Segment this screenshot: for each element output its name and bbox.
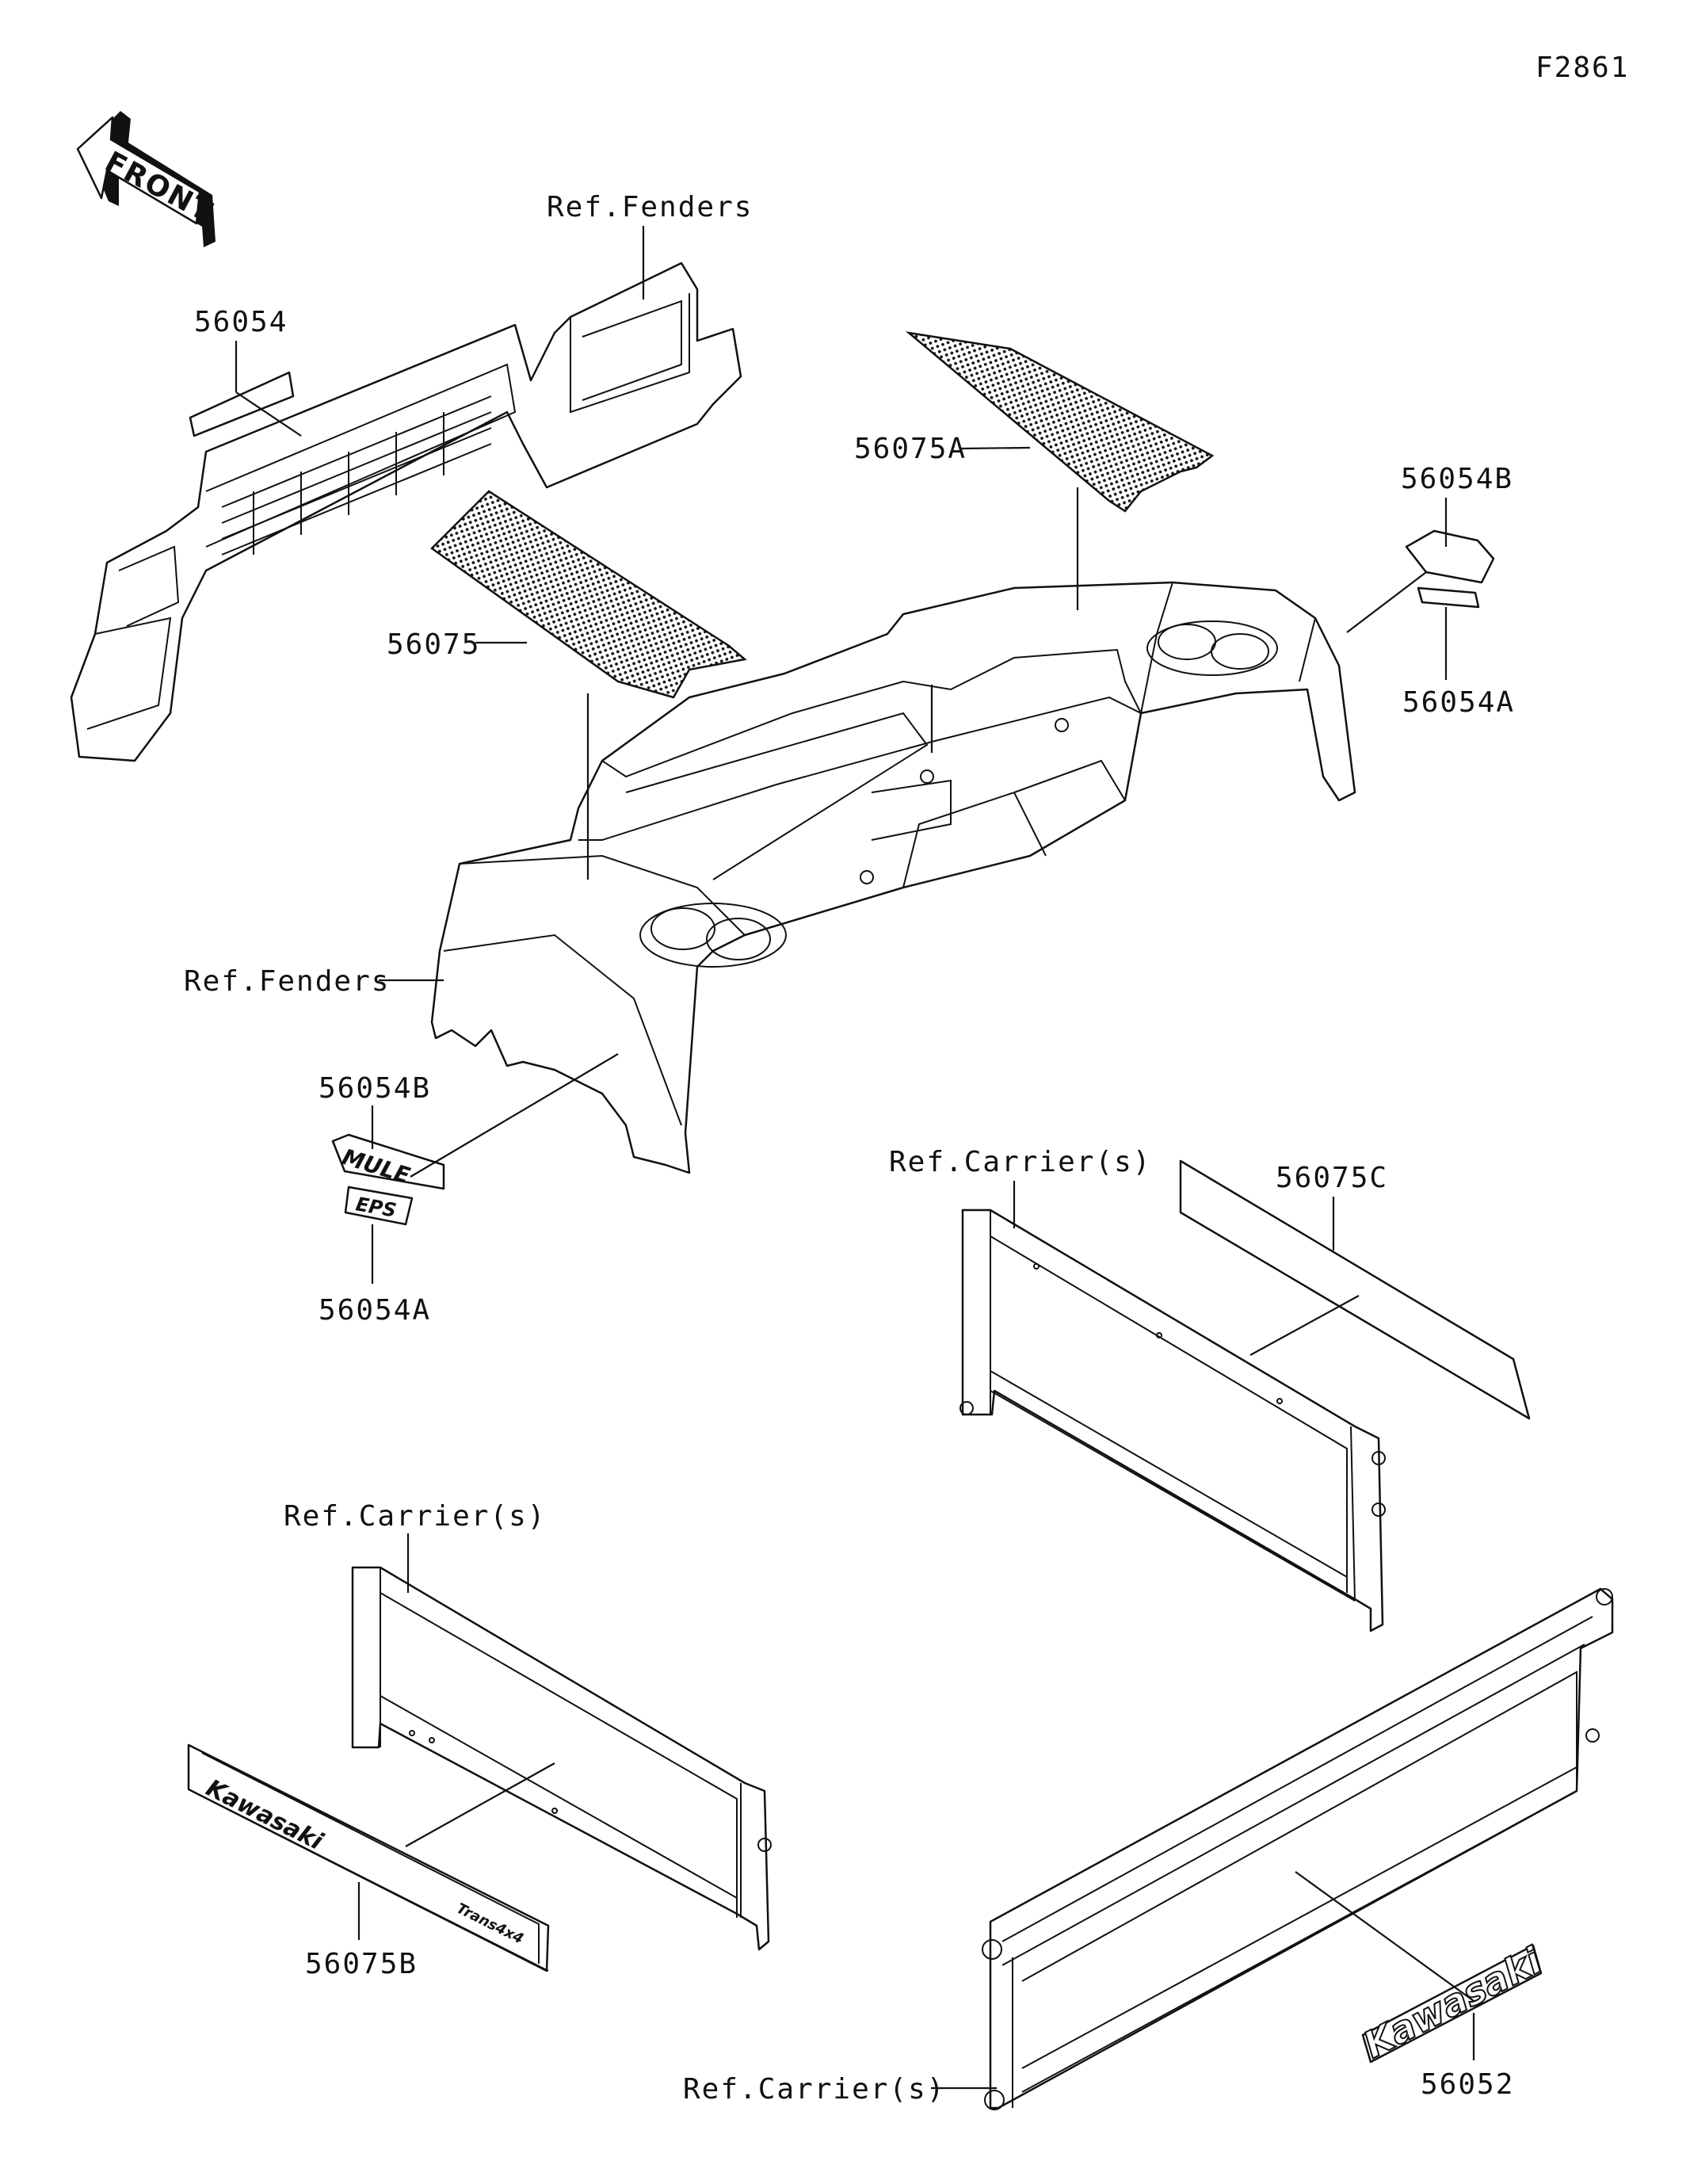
front-fender-grille: [70, 262, 742, 762]
label-ref-carrier-mid: Ref.Carrier(s): [889, 1146, 1151, 1178]
label-ref-carrier-left: Ref.Carrier(s): [284, 1500, 546, 1533]
decal-56054B-right: [1405, 529, 1495, 584]
label-ref-carrier-bottom: Ref.Carrier(s): [683, 2073, 945, 2106]
sticker-56075C: [1179, 1159, 1531, 1420]
decal-56052-kawasaki: Kawasaki: [1356, 1938, 1549, 2067]
label-56075A: 56075A: [854, 433, 967, 465]
label-56075C: 56075C: [1276, 1162, 1388, 1194]
label-56052: 56052: [1421, 2068, 1514, 2101]
carrier-panel-middle: [959, 1208, 1386, 1632]
label-56054A-left: 56054A: [319, 1294, 431, 1327]
decal-56052: Kawasaki: [1356, 1938, 1550, 2068]
label-ref-fenders-left: Ref.Fenders: [184, 965, 390, 998]
leader-56054-b: [235, 391, 302, 437]
decal-mule-group: MULE EPS: [331, 1133, 445, 1226]
decal-mule: [331, 1133, 445, 1190]
label-56075B: 56075B: [305, 1948, 418, 1980]
leader-ref-carrier-left-2: [405, 1762, 555, 1847]
decal-eps: [344, 1186, 414, 1226]
leader-56054B-right-2: [1346, 571, 1427, 633]
cup-holder-right: [1146, 620, 1278, 676]
carrier-tailgate-bottom: [982, 1587, 1614, 2110]
leader-56052: [1295, 1871, 1474, 2002]
deck-mat-56075: [430, 490, 747, 699]
cup-holder-left: [639, 903, 787, 968]
label-56075: 56075: [387, 628, 480, 661]
carrier-panel-left: [351, 1566, 772, 1951]
rear-body-fender: [430, 581, 1356, 1174]
label-56054B-right: 56054B: [1401, 463, 1513, 495]
label-ref-fenders-top: Ref.Fenders: [547, 191, 753, 223]
decal-56054: [189, 371, 295, 437]
label-56054B-left: 56054B: [319, 1072, 431, 1105]
label-56054A-right: 56054A: [1402, 686, 1515, 719]
deck-mat-56075A: [905, 331, 1215, 513]
grille-slots: [221, 395, 492, 556]
leader-56075A: [960, 446, 1031, 450]
front-arrow-icon: FRONT: [76, 111, 218, 247]
leader-56075C-2: [1249, 1295, 1360, 1356]
label-56054: 56054: [194, 306, 288, 338]
leader-56054B-left-2: [410, 1053, 619, 1178]
decal-56054A-right: [1417, 586, 1480, 609]
figure-code: F2861: [1535, 52, 1629, 84]
leader-lines: [235, 226, 1475, 2090]
